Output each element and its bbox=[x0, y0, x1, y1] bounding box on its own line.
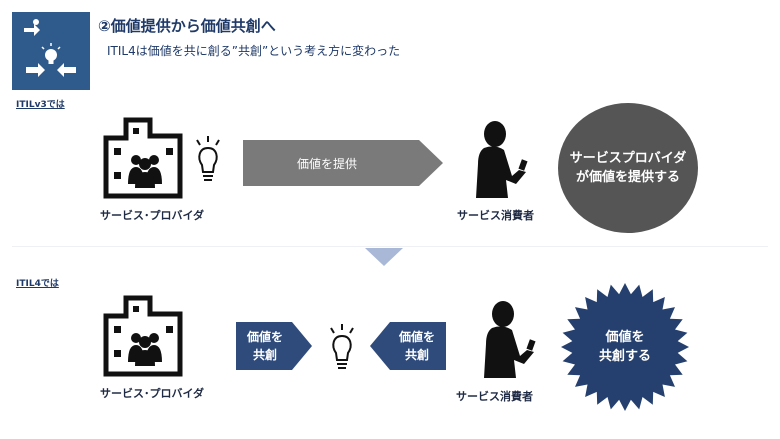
lightbulb-icon bbox=[330, 324, 354, 369]
section-divider bbox=[12, 246, 768, 247]
provider-building-icon bbox=[103, 117, 183, 199]
down-transition-arrow bbox=[365, 248, 403, 266]
consumer-person-icon bbox=[476, 121, 528, 198]
provider-caption-v3: サービス･プロバイダ bbox=[100, 209, 205, 222]
lightbulb-arrows-icon bbox=[24, 19, 76, 77]
provider-provides-circle bbox=[558, 103, 698, 233]
lightbulb-icon bbox=[196, 136, 220, 181]
circle-text: サービスプロバイダ が価値を提供する bbox=[558, 149, 698, 187]
page-title: ②価値提供から価値共創へ bbox=[98, 17, 276, 35]
page-subtitle: ITIL4は価値を共に創る”共創”という考え方に変わった bbox=[107, 44, 401, 58]
cocreate-arrow-left-label: 価値を 共創 bbox=[388, 328, 446, 364]
consumer-caption-v3: サービス消費者 bbox=[457, 209, 534, 222]
header-logo bbox=[12, 12, 90, 90]
section-label-itil4: ITIL4では bbox=[16, 279, 59, 289]
circle-text-line1: サービスプロバイダ bbox=[569, 151, 687, 166]
burst-text: 価値を 共創する bbox=[560, 328, 690, 366]
burst-polygon bbox=[561, 283, 689, 411]
cocreate-arrow-right-line1: 価値を bbox=[246, 330, 283, 344]
cocreate-arrow-right-label: 価値を 共創 bbox=[236, 328, 294, 364]
provide-value-arrow bbox=[243, 140, 443, 186]
cocreate-arrow-right bbox=[236, 322, 312, 370]
cocreate-arrow-right-line2: 共創 bbox=[252, 348, 277, 362]
section-label-v3: ITILv3では bbox=[16, 100, 65, 110]
provider-caption-itil4: サービス･プロバイダ bbox=[100, 387, 205, 400]
cocreate-arrow-left-line1: 価値を bbox=[398, 330, 435, 344]
cocreate-arrow-left-line2: 共創 bbox=[404, 348, 429, 362]
cocreate-arrow-left bbox=[370, 322, 446, 370]
cocreate-burst-shape bbox=[561, 283, 689, 411]
circle-text-line2: が価値を提供する bbox=[575, 170, 680, 185]
burst-text-line1: 価値を bbox=[605, 330, 645, 345]
consumer-person-icon bbox=[484, 301, 536, 378]
provider-building-icon bbox=[103, 295, 183, 377]
provide-value-arrow-label: 価値を提供 bbox=[297, 157, 358, 171]
burst-text-line2: 共創する bbox=[598, 349, 651, 364]
consumer-caption-itil4: サービス消費者 bbox=[456, 390, 533, 403]
